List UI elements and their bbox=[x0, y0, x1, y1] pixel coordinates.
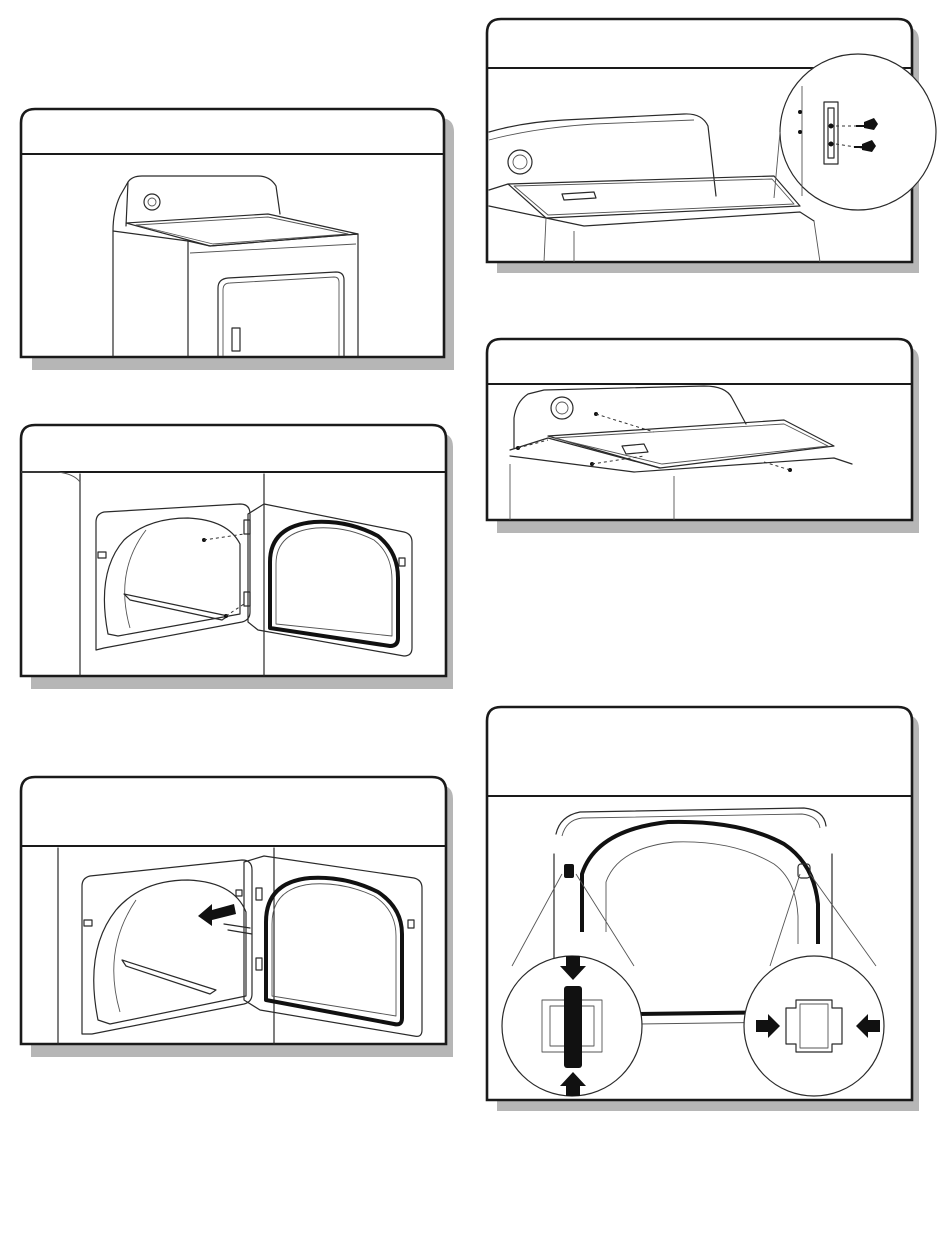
illustration-panel-top-hinge-screws bbox=[484, 16, 916, 268]
illustration-panel-door-strike-detail bbox=[484, 704, 916, 1106]
dryer-front-illustration bbox=[18, 106, 458, 386]
top-hinge-screws-illustration bbox=[484, 16, 924, 276]
door-open-illustration bbox=[18, 422, 458, 692]
illustration-panel-lift-top bbox=[484, 336, 916, 528]
illustration-panel-door-open bbox=[18, 422, 450, 684]
remove-door-illustration bbox=[18, 774, 458, 1060]
illustration-panel-remove-door bbox=[18, 774, 450, 1052]
door-strike-detail-illustration bbox=[484, 704, 924, 1114]
illustration-panel-dryer-front bbox=[18, 106, 448, 378]
lift-top-illustration bbox=[484, 336, 924, 536]
